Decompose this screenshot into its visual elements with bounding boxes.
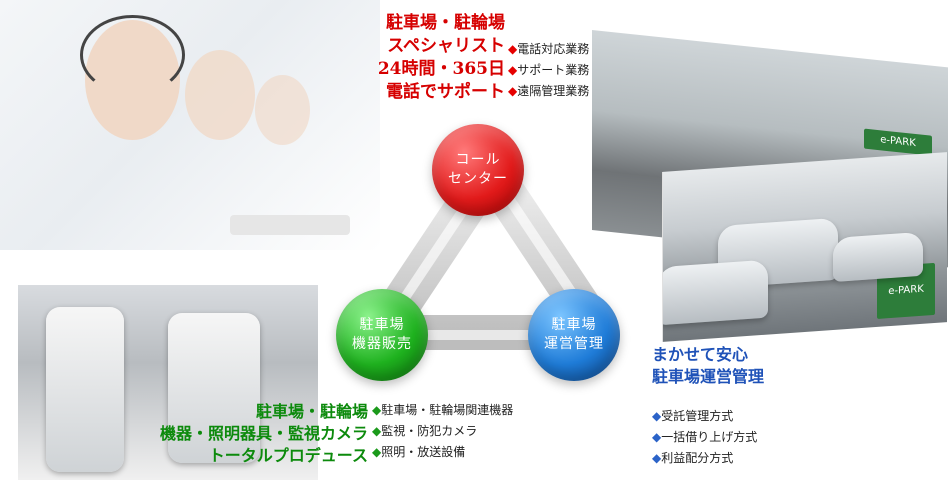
diamond-icon: ◆: [652, 409, 662, 423]
diamond-icon: ◆: [372, 424, 382, 438]
call-center-headline-line-2: スペシャリスト: [387, 36, 505, 56]
keyboard-icon: [230, 215, 350, 235]
eparking-sign: e-PARK: [864, 128, 932, 156]
equipment-sales-node[interactable]: 駐車場 機器販売: [336, 289, 428, 381]
diamond-icon: ◆: [372, 445, 382, 459]
equipment-headline-line-1: 駐車場・駐輪場: [255, 402, 368, 421]
operation-management-node-line-1: 駐車場: [551, 317, 597, 334]
call-center-headline-line-1: 駐車場・駐輪場: [386, 13, 505, 33]
call-center-node[interactable]: コール センター: [432, 124, 524, 216]
diamond-icon: ◆: [652, 430, 662, 444]
car-icon-2: [662, 259, 768, 326]
list-item: ◆サポート業務: [508, 63, 590, 77]
operator-face-3: [255, 75, 310, 145]
parking-meter-icon-2: [168, 313, 260, 463]
parking-meters-photo: [18, 285, 318, 480]
equipment-headline-line-3: トータルプロデュース: [208, 446, 368, 465]
operation-management-node[interactable]: 駐車場 運営管理: [528, 289, 620, 381]
list-item: ◆一括借り上げ方式: [652, 430, 758, 444]
call-center-photo: [0, 0, 380, 250]
list-item: ◆監視・防犯カメラ: [372, 424, 478, 438]
operator-face-2: [185, 50, 255, 140]
headset-icon: [80, 15, 185, 95]
parking-meter-icon-1: [46, 307, 124, 472]
operation-headline: まかせて安心 駐車場運営管理: [652, 344, 852, 388]
diamond-icon: ◆: [508, 42, 518, 56]
parking-lot-cars-photo: e-PARK: [662, 152, 947, 342]
equipment-list: ◆駐車場・駐輪場関連機器 ◆監視・防犯カメラ ◆照明・放送設備: [372, 400, 513, 463]
list-item: ◆遠隔管理業務: [508, 84, 590, 98]
call-center-list: ◆電話対応業務 ◆サポート業務 ◆遠隔管理業務: [508, 39, 589, 102]
equipment-sales-node-line-1: 駐車場: [359, 317, 405, 334]
operation-headline-line-2: 駐車場運営管理: [652, 367, 765, 386]
list-item: ◆利益配分方式: [652, 451, 734, 465]
list-item: ◆電話対応業務: [508, 42, 590, 56]
call-center-headline: 駐車場・駐輪場 スペシャリスト 24時間・365日 電話でサポート: [360, 12, 505, 104]
call-center-headline-line-4: 電話でサポート: [386, 82, 505, 102]
operation-management-node-line-2: 運営管理: [544, 336, 604, 352]
diamond-icon: ◆: [508, 84, 518, 98]
operation-headline-line-1: まかせて安心: [652, 345, 749, 364]
equipment-headline: 駐車場・駐輪場 機器・照明器具・監視カメラ トータルプロデュース: [110, 401, 368, 467]
list-item: ◆照明・放送設備: [372, 445, 466, 459]
call-center-node-line-1: コール: [455, 152, 501, 169]
list-item: ◆駐車場・駐輪場関連機器: [372, 403, 514, 417]
call-center-headline-line-3: 24時間・365日: [377, 59, 505, 79]
list-item: ◆受託管理方式: [652, 409, 734, 423]
diamond-icon: ◆: [508, 63, 518, 77]
call-center-node-line-2: センター: [448, 171, 508, 187]
operation-list: ◆受託管理方式 ◆一括借り上げ方式 ◆利益配分方式: [652, 406, 757, 469]
car-icon-3: [833, 231, 923, 283]
diamond-icon: ◆: [652, 451, 662, 465]
diamond-icon: ◆: [372, 403, 382, 417]
equipment-headline-line-2: 機器・照明器具・監視カメラ: [159, 424, 368, 443]
equipment-sales-node-line-2: 機器販売: [352, 336, 412, 352]
